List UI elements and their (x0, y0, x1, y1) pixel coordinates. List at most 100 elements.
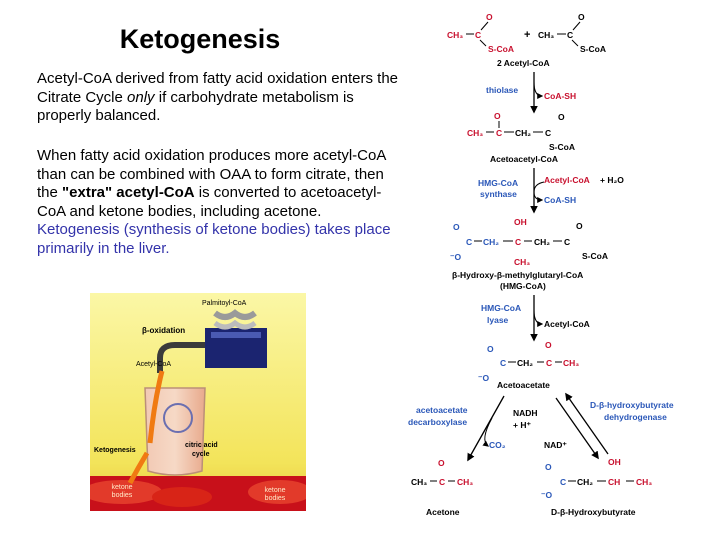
hydroxybutyrate-structure: O ⁻O C CH₂ CH OH CH₃ (541, 457, 652, 500)
label-ketone-left-1: ketone (111, 484, 132, 491)
svg-text:O: O (578, 12, 585, 22)
plus-sign: + (524, 29, 530, 41)
hmg-coa-structure: O ⁻O C CH₂ C OH CH₃ CH₂ C O S-CoA (450, 217, 608, 267)
detail-text-a: When fatty acid oxidation produces more … (37, 147, 386, 201)
red-cell-1 (90, 480, 162, 504)
enzyme-hmg-synthase-2: synthase (480, 189, 517, 199)
label-hydroxybutyrate: D-β-Hydroxybutyrate (551, 507, 636, 517)
svg-text:C: C (439, 477, 445, 487)
svg-text:CH₃: CH₃ (636, 477, 652, 487)
svg-text:S-CoA: S-CoA (582, 251, 608, 261)
svg-text:S-CoA: S-CoA (488, 44, 514, 54)
svg-text:C: C (515, 237, 521, 247)
svg-text:OH: OH (608, 457, 621, 467)
acetoacetyl-coa-structure: CH₃ C O CH₂ C O S-CoA (467, 111, 575, 152)
product-coash-2: CoA-SH (544, 195, 576, 205)
enzyme-hmg-lyase-1: HMG-CoA (481, 303, 521, 313)
svg-text:OH: OH (514, 217, 527, 227)
label-ketone-left-2: bodies (112, 492, 133, 499)
svg-text:CH₂: CH₂ (577, 477, 593, 487)
arrow-acetyl-in (533, 181, 545, 193)
svg-text:CH₂: CH₂ (517, 358, 533, 368)
enzyme-thiolase: thiolase (486, 85, 518, 95)
svg-text:C: C (546, 358, 552, 368)
svg-text:O: O (494, 111, 501, 121)
machine-pipe (157, 342, 205, 373)
ketone-stream (127, 451, 150, 485)
svg-text:CH₃: CH₃ (538, 30, 554, 40)
detail-text-b: is converted to acetoacetyl-CoA and keto… (37, 184, 382, 220)
label-ketone-right-1: ketone (264, 487, 285, 494)
svg-text:C: C (560, 477, 566, 487)
acetone-structure: CH₃ C O CH₃ (411, 458, 473, 487)
machine-coil (213, 309, 257, 320)
label-acetoacetyl-coa: Acetoacetyl-CoA (490, 154, 558, 164)
label-hmg-coa-abbr: (HMG-CoA) (500, 281, 546, 291)
enzyme-dehydrogenase-1: D-β-hydroxybutyrate (590, 400, 674, 410)
svg-text:⁻O: ⁻O (541, 490, 552, 500)
svg-text:C: C (500, 358, 506, 368)
acetyl-stream (147, 370, 165, 444)
svg-text:O: O (486, 12, 493, 22)
svg-text:CH₂: CH₂ (534, 237, 550, 247)
enzyme-decarboxylase-1: acetoacetate (416, 405, 468, 415)
intro-text-b: if carbohydrate metabolism is properly b… (37, 88, 354, 125)
enzyme-hmg-lyase-2: lyase (487, 315, 509, 325)
svg-text:S-CoA: S-CoA (580, 44, 606, 54)
label-beta-oxidation: β-oxidation (142, 326, 185, 335)
arrow-dehydrogenase-reverse (565, 392, 609, 455)
product-acetyl-coa: Acetyl-CoA (544, 319, 590, 329)
svg-text:S-CoA: S-CoA (549, 142, 575, 152)
svg-text:CH₃: CH₃ (467, 128, 483, 138)
label-cycle-line2: cycle (192, 451, 210, 458)
intro-text-a: Acetyl-CoA derived from fatty acid oxida… (37, 70, 399, 106)
intro-paragraph: Acetyl-CoA derived from fatty acid oxida… (37, 70, 402, 126)
svg-text:CH₃: CH₃ (514, 257, 530, 267)
intro-emphasis: only (127, 88, 155, 106)
label-acetyl: Acetyl-CoA (136, 361, 171, 368)
machine-highlight (211, 332, 261, 338)
label-cycle-line1: citric acid (185, 442, 218, 449)
red-cell-3 (248, 480, 306, 504)
svg-text:CH₃: CH₃ (411, 477, 427, 487)
svg-text:⁻O: ⁻O (450, 252, 461, 262)
svg-text:C: C (475, 30, 481, 40)
label-2-acetyl-coa: 2 Acetyl-CoA (497, 58, 550, 68)
label-ketogenesis: Ketogenesis (94, 447, 136, 454)
arrow-coash-out (533, 81, 544, 99)
acetyl-coa-left: CH₃ C O S-CoA (447, 12, 514, 54)
svg-text:O: O (487, 344, 494, 354)
label-ketone-right-2: bodies (265, 495, 286, 502)
enzyme-hmg-synthase-1: HMG-CoA (478, 178, 518, 188)
svg-text:CH₂: CH₂ (515, 128, 531, 138)
label-hmg-coa-name: β-Hydroxy-β-methylglutaryl-CoA (452, 270, 583, 280)
svg-text:C: C (564, 237, 570, 247)
cofactor-nadh: NADH (513, 408, 538, 418)
arrow-acetyl-out (533, 309, 544, 327)
svg-text:O: O (453, 222, 460, 232)
cofactor-hplus: + H⁺ (513, 420, 531, 430)
svg-text:CH₂: CH₂ (483, 237, 499, 247)
detail-blue-text: Ketogenesis (synthesis of ketone bodies)… (37, 221, 391, 257)
svg-text:O: O (438, 458, 445, 468)
citric-cycle-circle (163, 403, 193, 433)
ketogenesis-illustration: Palmitoyl-CoA β-oxidation Acetyl-CoA cit… (90, 293, 306, 511)
product-co2: CO₂ (489, 440, 506, 450)
cofactor-nadplus: NAD⁺ (544, 440, 567, 450)
red-cell-2 (152, 487, 212, 507)
arrow-co2-out (482, 417, 493, 447)
svg-text:O: O (545, 462, 552, 472)
svg-text:C: C (466, 237, 472, 247)
enzyme-dehydrogenase-2: dehydrogenase (604, 412, 667, 422)
slide-title: Ketogenesis (119, 24, 281, 54)
svg-text:C: C (567, 30, 573, 40)
detail-bold: "extra" acetyl-CoA (62, 184, 195, 201)
arrow-dehydrogenase-forward (555, 397, 599, 460)
detail-paragraph: When fatty acid oxidation produces more … (37, 147, 402, 258)
product-coash-1: CoA-SH (544, 91, 576, 101)
svg-text:O: O (545, 340, 552, 350)
svg-text:CH: CH (608, 477, 620, 487)
label-palmitoyl: Palmitoyl-CoA (202, 300, 247, 307)
acetyl-coa-right: CH₃ C O S-CoA (538, 12, 606, 54)
svg-text:CH₃: CH₃ (457, 477, 473, 487)
